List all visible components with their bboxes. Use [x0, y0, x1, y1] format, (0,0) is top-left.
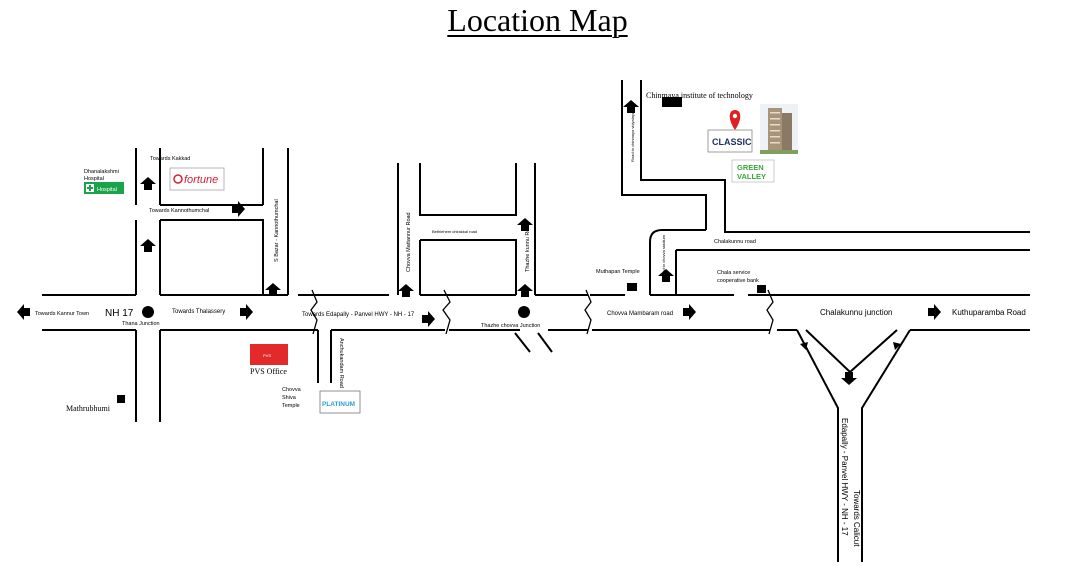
anchukandam-road: [317, 330, 332, 383]
label-thazhekunnu-road: Thazhe kunnu Road: [525, 222, 531, 272]
place-markers: [117, 97, 766, 403]
arrows: [17, 100, 941, 385]
label-sbazar-road: S Bazar - Kannothumchal: [274, 199, 280, 262]
classic-logo: CLASSIC: [707, 129, 753, 153]
label-road-chinmaya: Road to chinmaya vidyalaya: [630, 111, 635, 162]
road-network: [42, 80, 1030, 562]
label-towards-calicut: Towards Calicut: [852, 490, 861, 547]
label-chinmaya-institute: Chinmaya institute of technology: [646, 91, 753, 100]
label-mattannur-road: Chovva Mattannur Road: [406, 212, 412, 272]
label-muthapan-temple: Muthapan Temple: [596, 269, 640, 275]
label-towards-kakkad: Towards Kakkad: [150, 156, 190, 162]
location-pin-icon: [729, 110, 741, 130]
arrow-up-kakkad: [140, 177, 156, 190]
label-anchukandam-road: Anchukandam Road: [338, 338, 344, 388]
label-kuthuparamba-road: Kuthuparamba Road: [952, 308, 1026, 317]
arrow-right-kuthuparamba: [928, 304, 941, 320]
map-title: Location Map: [447, 2, 628, 38]
label-chovva-mambaram-road: Chovva Mambaram road: [607, 311, 673, 317]
label-road-stadium: Road to chovva stadium: [661, 234, 666, 278]
label-chalakunnu-road: Chalakunnu road: [714, 239, 756, 245]
small-arrow-right: [893, 342, 901, 350]
label-towards-edapally-hwy: Towards Edapally - Panvel HWY - NH - 17: [302, 312, 415, 318]
thazhe-chovva-junction-dot: [518, 306, 530, 318]
chinmaya-road: [621, 80, 1030, 295]
classic-text: CLASSIC: [712, 137, 752, 147]
small-arrow-left: [800, 342, 808, 350]
label-dhanalakshmi-1: Dhanalakshmi: [84, 169, 119, 175]
label-towards-thalassery: Towards Thalassery: [172, 309, 225, 315]
hospital-sign: Hospital: [84, 182, 124, 194]
label-thana-junction: Thana Junction: [122, 321, 160, 327]
arrow-up-mattannur: [398, 284, 414, 297]
arrow-up-thazhekunnu: [517, 284, 533, 297]
label-chala-bank-2: cooperative bank: [717, 278, 759, 284]
road-breaks: [310, 289, 774, 335]
arrow-right-mambaram: [683, 304, 696, 320]
fortune-text: fortune: [184, 174, 218, 186]
building-photo: [760, 104, 798, 154]
arrow-right-kannothumchal: [232, 201, 245, 217]
label-nh17: NH 17: [105, 308, 134, 319]
label-chala-bank-1: Chala service: [717, 270, 750, 276]
platinum-text: PLATINUM: [322, 401, 355, 408]
label-mathrubhumi: Mathrubhumi: [66, 404, 111, 413]
pvs-logo-text: PVS: [263, 353, 271, 358]
label-shiva-3: Temple: [282, 403, 300, 409]
arrow-up-thana: [140, 239, 156, 252]
platinum-logo: PLATINUM: [319, 390, 361, 414]
label-shiva-1: Chovva: [282, 387, 302, 393]
mathrubhumi-marker: [117, 395, 125, 403]
bank-marker: [757, 285, 766, 293]
pvs-logo: PVS: [250, 344, 288, 365]
fortune-emblem-icon: [173, 174, 183, 184]
arrow-down-calicut: [841, 372, 857, 385]
chinmaya-marker: [662, 97, 682, 107]
label-towards-kannothumchal: Towards Kannothumchal: [149, 208, 209, 214]
thana-junction-dot: [142, 306, 154, 318]
arrow-right-edapally: [422, 311, 435, 327]
label-pvs-office: PVS Office: [250, 367, 287, 376]
label-shiva-2: Shiva: [282, 395, 297, 401]
arrow-right-thalassery: [240, 304, 253, 320]
label-thazhe-chovva-junction: Thazhe chovva Junction: [481, 323, 540, 329]
arrow-up-chinmaya: [623, 100, 639, 113]
label-bethlehem-road: Bethlehem chirakkal road: [432, 229, 477, 234]
arrow-left-kannur: [17, 304, 30, 320]
mattannur-road: [397, 163, 536, 295]
green-valley-text-1: GREEN: [737, 163, 764, 172]
label-edapally-nh17: Edapally - Panvel HWY - NH - 17: [840, 418, 849, 536]
green-valley-logo: GREEN VALLEY: [731, 159, 775, 183]
label-towards-kannur: Towards Kannur Town: [35, 311, 89, 317]
fortune-logo: fortune: [169, 167, 225, 191]
thana-road: [135, 148, 161, 422]
muthapan-marker: [627, 283, 637, 291]
label-chalakunnu-junction: Chalakunnu junction: [820, 308, 893, 317]
green-valley-text-2: VALLEY: [737, 172, 766, 181]
kannothumchal-road: [160, 148, 289, 295]
label-dhanalakshmi-2: Hospital: [84, 176, 104, 182]
junction-diagonals: [514, 332, 553, 353]
hospital-sign-label: Hospital: [97, 187, 117, 193]
map-labels: NH 17 Towards Kannur Town Thana Junction…: [35, 91, 1026, 547]
